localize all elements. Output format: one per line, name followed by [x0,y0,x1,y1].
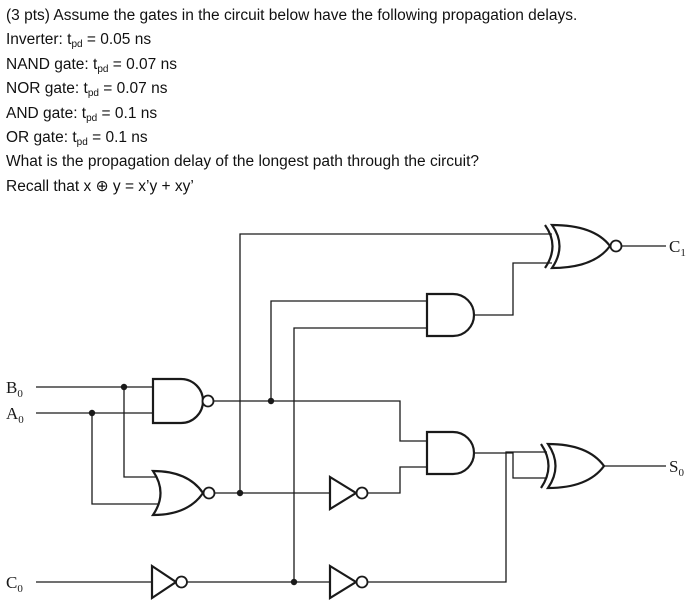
junction-b0 [120,383,128,391]
wire-inv3-out [368,451,547,583]
junctions [88,383,298,586]
nor-gate [150,469,216,517]
wire-nor-to-xnor [239,233,552,493]
input-label-b0: B0 [6,378,23,400]
wire-and1-out [475,262,552,316]
wire-a0-to-nor [91,413,158,505]
wire-nand-to-and-top [270,300,427,401]
delay-or: OR gate: tpd = 0.1 ns [6,129,148,149]
junction-nand-out [267,397,275,405]
inverter-nor [328,475,369,511]
junction-nor-out [236,489,244,497]
wire-b0-to-nor [123,387,158,478]
delay-nor: NOR gate: tpd = 0.07 ns [6,80,168,100]
xor-identity: Recall that x ⊕ y = x’y + xy’ [6,177,194,195]
and-gate-top [425,292,476,338]
input-label-a0: A0 [6,404,24,426]
question-intro: (3 pts) Assume the gates in the circuit … [6,7,578,24]
input-label-c0: C0 [6,573,23,595]
wires [36,233,666,583]
output-label-s0: S0 [669,457,684,479]
wire-c0inv-up [293,327,427,582]
and-gate-bottom [425,430,476,476]
delay-inverter: Inverter: tpd = 0.05 ns [6,31,152,51]
xor-gate [540,442,606,490]
question-prompt: What is the propagation delay of the lon… [6,153,480,171]
xnor-gate [544,223,623,270]
junction-c0-inv-out [290,578,298,586]
junction-a0 [88,409,96,417]
wire-nand-out [214,400,427,442]
delay-and: AND gate: tpd = 0.1 ns [6,104,158,124]
inverter-c0 [150,563,188,601]
wire-and2-out [475,452,547,479]
nand-gate [151,377,215,425]
output-label-c1: C1 [669,237,686,259]
delay-nand: NAND gate: tpd = 0.07 ns [6,55,177,75]
wire-inv2-out [368,466,427,494]
question-text: (3 pts) Assume the gates in the circuit … [6,4,696,199]
inverter-lower [328,564,369,600]
